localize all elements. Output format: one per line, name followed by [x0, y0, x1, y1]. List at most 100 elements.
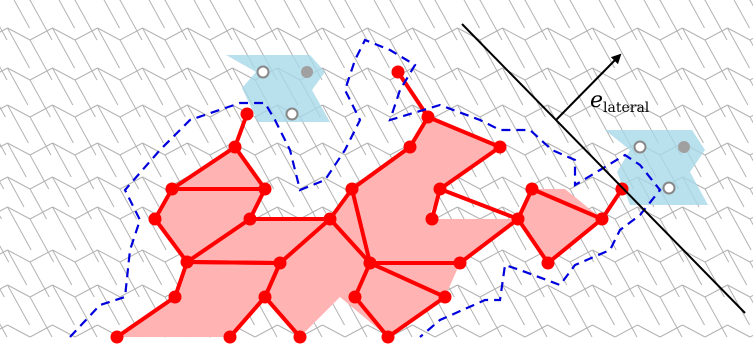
cluster-node	[110, 330, 124, 344]
lattice-line	[727, 206, 751, 220]
lattice-line	[479, 249, 503, 263]
lattice-line	[254, 154, 275, 190]
lattice-line	[637, 67, 659, 106]
lattice-line	[299, 0, 323, 41]
lattice-line	[164, 104, 188, 118]
lattice-line	[0, 245, 10, 263]
lattice-line	[614, 324, 638, 338]
lattice-line	[614, 249, 638, 263]
lattice-line	[502, 324, 526, 338]
lattice-line	[164, 0, 188, 41]
lattice-line	[344, 116, 367, 156]
lattice-line	[119, 206, 143, 220]
lattice-line	[97, 284, 120, 326]
lattice-line	[592, 67, 616, 81]
lattice-line	[637, 284, 660, 326]
lattice-line	[479, 104, 503, 118]
lattice-line	[479, 296, 503, 338]
lattice-line	[598, 0, 615, 29]
lattice-line	[322, 142, 346, 156]
lattice-line	[704, 39, 728, 81]
lattice-line	[479, 206, 503, 220]
lattice-line	[52, 249, 76, 263]
lattice-line	[457, 67, 479, 106]
lattice-line	[119, 79, 141, 118]
lattice-line	[569, 296, 593, 338]
lattice-line	[142, 206, 167, 251]
lattice-line	[547, 324, 571, 338]
cluster-edges	[115, 70, 624, 339]
lattice-line	[479, 284, 503, 298]
lattice-line	[254, 27, 278, 41]
lattice-line	[322, 176, 346, 190]
lattice-line	[457, 284, 480, 326]
lattice-line	[569, 284, 593, 298]
lattice-line	[97, 104, 121, 118]
lattice-line	[637, 27, 661, 41]
lattice-line	[704, 104, 728, 118]
lattice-line	[418, 0, 435, 29]
lattice-line	[328, 0, 345, 29]
lattice-line	[0, 249, 8, 255]
filled-grey-node	[301, 66, 313, 78]
open-node	[285, 107, 299, 121]
lattice-line	[704, 116, 727, 156]
lattice-line	[479, 324, 503, 338]
lattice-line	[637, 249, 658, 286]
lattice-line	[0, 176, 8, 182]
lattice-line	[7, 27, 31, 41]
lattice-line	[389, 104, 413, 118]
lattice-line	[187, 104, 211, 118]
lattice-line	[29, 39, 53, 81]
cluster-node	[228, 140, 242, 154]
lattice-line	[367, 104, 389, 144]
lattice-line	[659, 27, 683, 41]
lattice-line	[187, 27, 211, 41]
lattice-line	[688, 0, 705, 29]
lattice-line	[637, 104, 661, 118]
lattice-line	[412, 27, 435, 69]
lattice-line	[569, 176, 593, 190]
lattice-line	[367, 67, 389, 106]
lattice-line	[299, 116, 322, 156]
lattice-line	[614, 296, 638, 338]
lattice-line	[434, 0, 458, 41]
lattice-line	[727, 249, 748, 286]
cluster-node	[180, 255, 194, 269]
lattice-line	[277, 176, 301, 190]
lattice-line	[232, 27, 256, 41]
lattice-line	[592, 176, 610, 208]
lateral-direction-arrow	[555, 53, 622, 121]
lattice-line	[704, 218, 730, 263]
lattice-line	[367, 142, 391, 156]
lattice-line	[727, 27, 750, 69]
lattice-line	[97, 249, 118, 286]
cluster-node	[165, 182, 179, 196]
lattice-line	[479, 79, 501, 118]
lattice-line	[13, 0, 30, 29]
lattice-line	[119, 142, 143, 156]
lattice-line	[704, 188, 722, 220]
cluster-node	[381, 330, 395, 344]
lattice-line	[592, 104, 616, 118]
lattice-line	[547, 142, 567, 178]
lattice-line	[502, 176, 526, 190]
lattice-line	[659, 218, 685, 263]
lattice-line	[614, 0, 638, 41]
lattice-line	[0, 67, 8, 73]
lattice-line	[434, 39, 458, 81]
lattice-line	[682, 284, 705, 326]
lattice-line	[479, 176, 503, 190]
lattice-line	[7, 176, 25, 208]
lattice-line	[29, 249, 53, 263]
lattice-line	[254, 116, 277, 156]
lattice-line	[389, 39, 413, 81]
lattice-line	[52, 104, 74, 144]
lattice-line	[322, 104, 346, 118]
lattice-line	[74, 249, 98, 263]
lattice-line	[727, 27, 751, 41]
lattice-line	[277, 27, 301, 41]
lattice-line	[524, 39, 548, 81]
lattice-line	[614, 39, 638, 81]
lattice-line	[238, 0, 255, 29]
